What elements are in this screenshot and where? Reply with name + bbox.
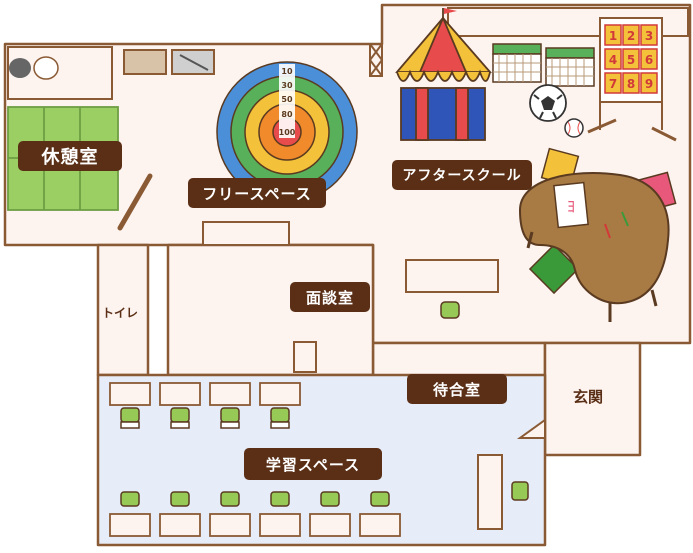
score-50: 50 <box>281 95 293 104</box>
entrance-area <box>543 341 642 457</box>
rest-room-label: 休憩室 <box>18 141 122 171</box>
board-number-2: 2 <box>627 29 635 43</box>
board-number-4: 4 <box>609 53 617 67</box>
soccer-ball <box>529 84 567 122</box>
study-side-desk <box>477 454 503 530</box>
free-space-label: フリースペース <box>188 178 326 208</box>
after-school-label: アフタースクール <box>392 160 532 190</box>
board-number-7: 7 <box>609 77 617 91</box>
toilet-area <box>96 243 150 377</box>
study-desks-bottom <box>109 513 401 537</box>
score-80: 80 <box>281 110 293 119</box>
score-100: 100 <box>279 128 296 137</box>
baseball <box>564 118 584 138</box>
stool-after-school <box>440 301 460 319</box>
interview-desk-top <box>202 221 290 246</box>
board-number-6: 6 <box>645 53 653 67</box>
study-chairs-top <box>120 407 290 429</box>
cushion-green <box>528 243 580 295</box>
after-school-low-table <box>405 259 499 293</box>
soccer-goal-1 <box>492 43 542 83</box>
wall-brace <box>369 43 383 77</box>
study-space-label: 学習スペース <box>244 448 382 480</box>
drawing-mark: ﾖ <box>567 197 575 216</box>
number-board-numbers: 1 2 3 4 5 6 7 8 9 <box>609 29 653 91</box>
waiting-room-label: 待合室 <box>407 374 507 404</box>
entrance-label: 玄関 <box>573 388 604 406</box>
pillow-light <box>33 56 59 80</box>
interview-room-label: 面談室 <box>290 282 370 312</box>
shelf-item <box>179 54 209 71</box>
pencil-red <box>604 223 611 239</box>
interview-shelf <box>293 341 317 373</box>
pillow-dark <box>9 58 31 78</box>
soccer-goal-2 <box>545 47 595 87</box>
board-number-5: 5 <box>627 53 635 67</box>
number-board-cells <box>604 24 658 94</box>
shelf <box>123 49 167 75</box>
tent-flag <box>444 8 457 14</box>
bean-table <box>518 172 670 322</box>
board-number-8: 8 <box>627 77 635 91</box>
stick <box>117 173 153 231</box>
board-number-9: 9 <box>645 77 653 91</box>
board-number-3: 3 <box>645 29 653 43</box>
study-chairs-bottom <box>120 481 529 507</box>
entrance-door <box>516 418 546 439</box>
drawing-paper <box>553 181 589 229</box>
toilet-label: トイレ <box>102 306 139 320</box>
score-30: 30 <box>281 81 293 90</box>
pencil-green <box>621 211 629 227</box>
score-10: 10 <box>281 67 293 76</box>
board-number-1: 1 <box>609 29 617 43</box>
dartboard <box>216 61 358 203</box>
study-desks-top <box>109 382 301 406</box>
dartboard-scores: 10 30 50 80 100 <box>279 67 296 137</box>
circus-tent <box>395 8 492 141</box>
